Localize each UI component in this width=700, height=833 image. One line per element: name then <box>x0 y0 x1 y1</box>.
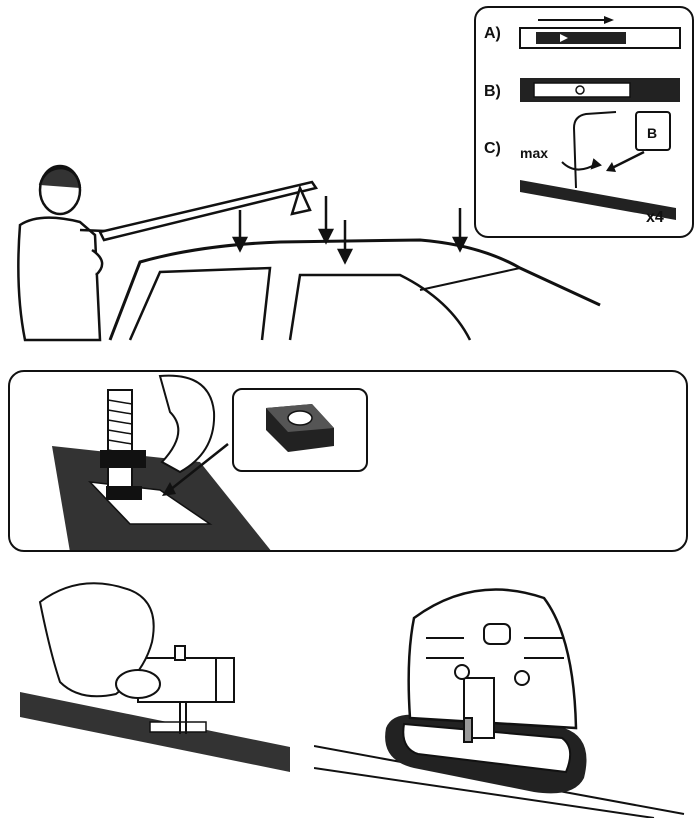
inset-steps-svg: A) B) C) max B x4 <box>484 16 681 226</box>
illustration-tool-on-rail <box>20 572 310 792</box>
svg-text:B: B <box>647 125 657 141</box>
internal-mechanism <box>426 623 564 743</box>
nut-pointer-head <box>162 482 176 496</box>
bolt-panel-svg <box>52 374 271 550</box>
threaded-bolt <box>100 389 146 500</box>
person-figure <box>17 164 131 342</box>
step-b-label: B) <box>484 83 501 100</box>
bag-b-icon: B <box>635 111 671 151</box>
step-a-rail <box>519 16 681 49</box>
car-roof-line <box>108 238 601 341</box>
illustration-foot-assembly <box>314 578 690 818</box>
hand-with-tool <box>38 582 155 698</box>
foot-assembly-svg <box>314 588 685 818</box>
roof-scene-svg <box>17 164 601 342</box>
step-b-clamp <box>520 78 680 102</box>
inset-square-nut <box>232 388 368 472</box>
mount-point-arrows <box>231 196 469 265</box>
step-c-label: C) <box>484 140 501 157</box>
car-windows <box>128 266 472 341</box>
car-rear-panel <box>419 267 601 306</box>
square-nut-svg <box>266 404 334 452</box>
step-a-label: A) <box>484 25 501 42</box>
bag-arrow-head <box>606 162 616 172</box>
max-label: max <box>520 145 548 161</box>
illustration-roof-mounting <box>0 0 700 345</box>
nut-pointer-arrow <box>169 443 229 491</box>
bag-arrow <box>611 150 645 170</box>
thumb <box>115 669 161 699</box>
rail-slot <box>149 721 207 733</box>
allen-key-tool <box>561 111 617 189</box>
quantity-label: x4 <box>646 209 664 226</box>
roof-bar <box>98 180 319 242</box>
hand-outline <box>158 374 216 474</box>
tool-rail-svg <box>20 582 290 772</box>
step-c-rail <box>520 180 676 220</box>
foot-cover <box>407 588 578 730</box>
foot-base-top <box>402 722 572 774</box>
inset-panel-steps: A) B) C) max B x4 <box>474 6 694 238</box>
